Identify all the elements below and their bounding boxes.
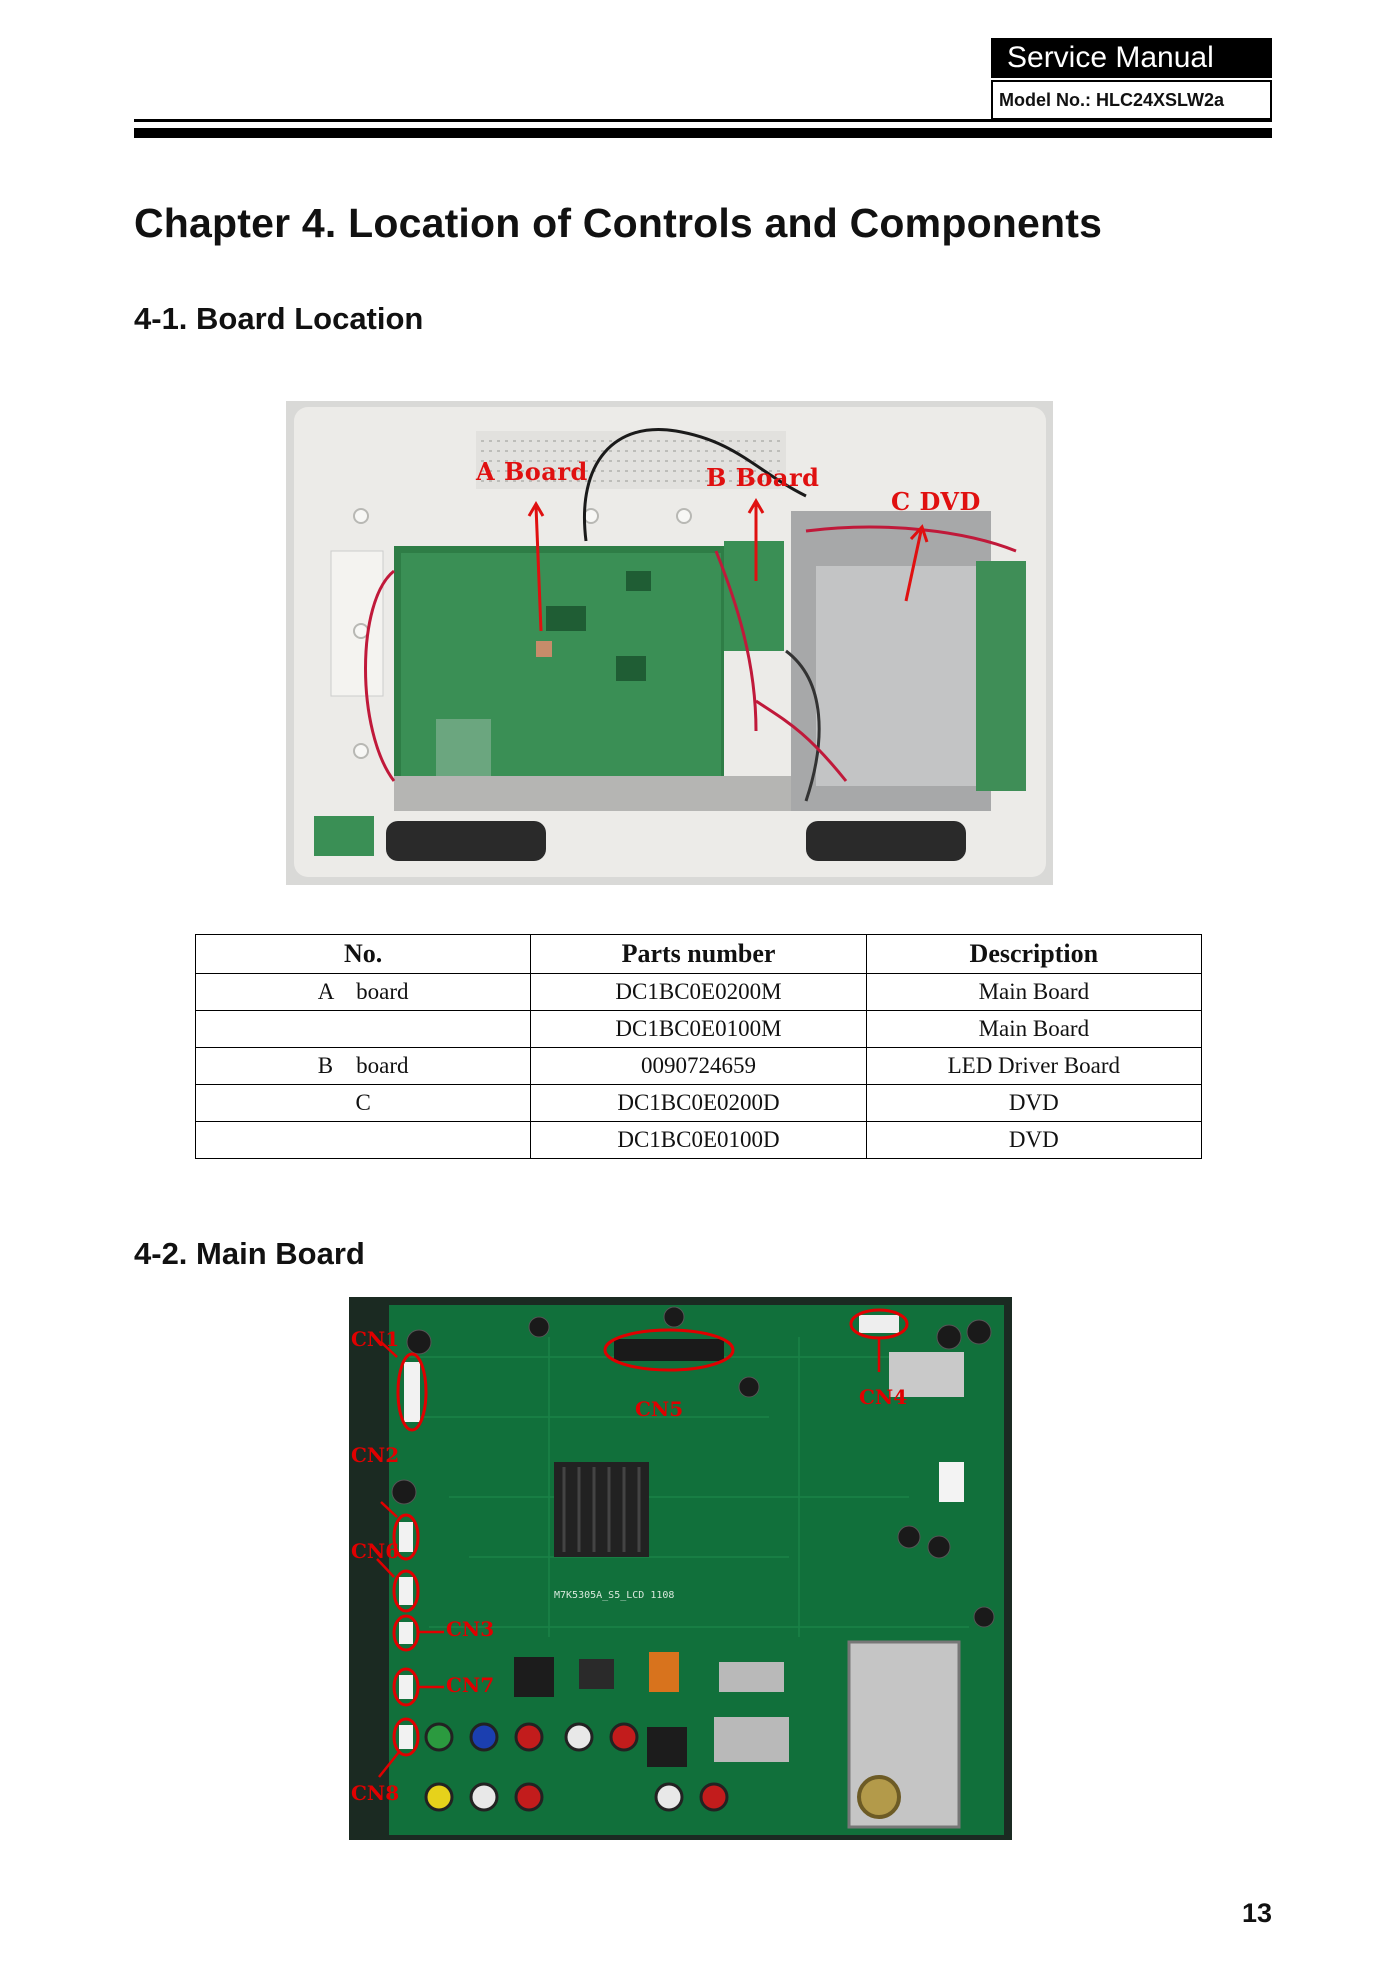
service-manual-title: Service Manual — [991, 38, 1272, 78]
board-silkscreen: M7K5305A_S5_LCD 1108 — [554, 1590, 675, 1601]
header-rule-thick — [134, 128, 1272, 138]
cell-no: B board — [194, 1047, 532, 1085]
cell-part: DC1BC0E0200M — [530, 973, 867, 1011]
table-row: DC1BC0E0100D DVD — [194, 1121, 1203, 1159]
connector-label-cn7: CN7 — [446, 1673, 495, 1697]
page-number: 13 — [1242, 1898, 1273, 1928]
connector-label-cn1: CN1 — [351, 1327, 400, 1351]
col-header-no: No. — [194, 934, 532, 974]
main-board-illustration — [349, 1297, 1012, 1840]
parts-table: No. Parts number Description A board DC1… — [194, 934, 1203, 1159]
table-row: B board 0090724659 LED Driver Board — [194, 1047, 1203, 1085]
board-location-photo: A Board B Board C DVD — [286, 401, 1053, 885]
table-row: DC1BC0E0100M Main Board — [194, 1010, 1203, 1048]
cell-part: DC1BC0E0200D — [530, 1084, 867, 1122]
connector-label-cn4: CN4 — [859, 1385, 908, 1409]
photo-label-b-board: B Board — [706, 463, 820, 492]
connector-label-cn3: CN3 — [446, 1617, 495, 1641]
header-box: Service Manual Model No.: HLC24XSLW2a — [991, 38, 1272, 120]
connector-label-cn8: CN8 — [351, 1781, 400, 1805]
connector-label-cn2: CN2 — [351, 1443, 400, 1467]
board-location-illustration — [286, 401, 1053, 885]
table-row: C DC1BC0E0200D DVD — [194, 1084, 1203, 1122]
cell-no — [194, 1121, 532, 1159]
model-number: Model No.: HLC24XSLW2a — [991, 80, 1272, 120]
main-board-photo: CN1 CN2 CN6 CN3 CN7 CN8 CN5 CN4 M7K5305A… — [349, 1297, 1012, 1840]
cell-no-text: B board — [317, 1053, 409, 1078]
section-board-location-heading: 4-1. Board Location — [134, 301, 424, 336]
cell-desc: DVD — [865, 1121, 1203, 1159]
cell-no: C — [194, 1084, 532, 1122]
cell-desc: Main Board — [865, 973, 1203, 1011]
connector-label-cn5: CN5 — [635, 1397, 684, 1421]
chapter-title: Chapter 4. Location of Controls and Comp… — [134, 200, 1103, 246]
col-header-parts-number: Parts number — [530, 934, 867, 974]
photo-label-a-board: A Board — [476, 457, 588, 486]
cell-no: A board — [194, 973, 532, 1011]
col-header-description: Description — [865, 934, 1203, 974]
parts-table-header-row: No. Parts number Description — [194, 934, 1203, 974]
header-rule-thin — [134, 119, 1272, 122]
cell-part: 0090724659 — [530, 1047, 867, 1085]
photo-label-c-dvd: C DVD — [891, 487, 981, 516]
section-main-board-heading: 4-2. Main Board — [134, 1236, 365, 1271]
cell-desc: Main Board — [865, 1010, 1203, 1048]
cell-desc: DVD — [865, 1084, 1203, 1122]
cell-part: DC1BC0E0100D — [530, 1121, 867, 1159]
cell-desc: LED Driver Board — [865, 1047, 1203, 1085]
cell-part: DC1BC0E0100M — [530, 1010, 867, 1048]
table-row: A board DC1BC0E0200M Main Board — [194, 973, 1203, 1011]
cell-no — [194, 1010, 532, 1048]
cell-no-text: A board — [317, 979, 409, 1004]
connector-label-cn6: CN6 — [351, 1539, 400, 1563]
